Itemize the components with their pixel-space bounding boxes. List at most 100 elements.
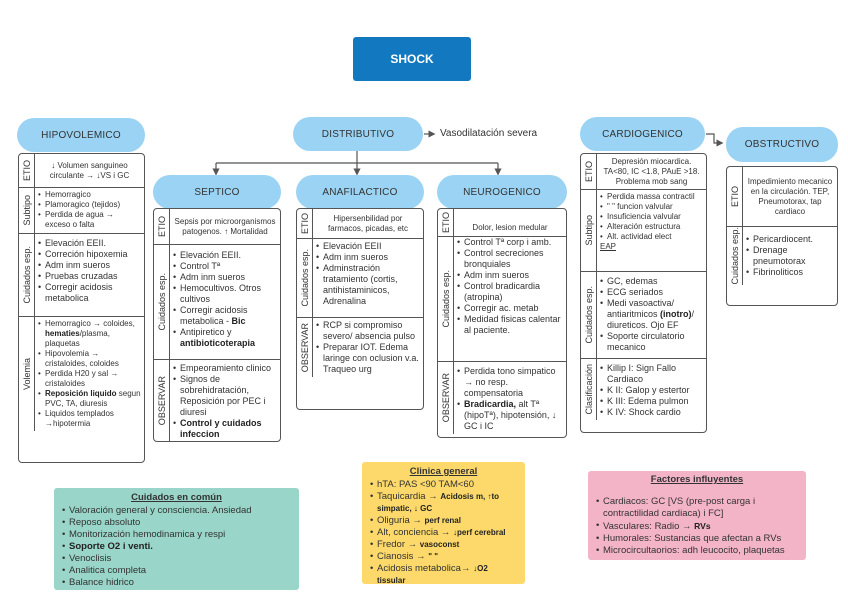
row-label: ETIO — [156, 215, 167, 237]
list-item: Taquicardia → Acidosis m, ↑to simpatic, … — [370, 491, 517, 515]
card-cardiogenico: ETIO Depresión miocardica. TA<80, IC <1.… — [580, 153, 707, 433]
row-cuidados: Cuidados esp. Control Tª corp i amb. Con… — [438, 237, 566, 362]
list-item: Perdida H20 y sal → cristaloides — [38, 369, 141, 389]
list-item: Adm inm sueros — [316, 252, 420, 263]
note-clinica-general: Clinica general hTA: PAS <90 TAM<60 Taqu… — [362, 462, 525, 585]
list-item: Soporte O2 i venti. — [62, 541, 291, 553]
etio-text: Depresión miocardica. TA<80, IC <1.8, PA… — [603, 156, 700, 186]
list-item: Perdida massa contractil — [600, 192, 703, 202]
row-etio: ETIO Dolor, lesion medular — [438, 209, 566, 237]
list-item: Alt. actividad elect — [600, 232, 703, 242]
row-label: ETIO — [21, 159, 32, 181]
list-item: Corregir acidosis metabolica - Bic — [173, 305, 277, 327]
row-label: Cuidados esp. — [21, 246, 32, 304]
row-etio: ETIO Hipersenbilidad por farmacos, picad… — [297, 209, 423, 239]
subtipo-extra: EAP — [600, 242, 617, 251]
note-cuidados-comun: Cuidados en común Valoración general y c… — [54, 488, 299, 590]
list-item: Balance hidrico — [62, 577, 291, 589]
card-anafilactico: ETIO Hipersenbilidad por farmacos, picad… — [296, 208, 424, 410]
row-label: OBSERVAR — [299, 322, 310, 373]
list-item: Drenage pneumotorax — [746, 245, 834, 267]
list-item: Valoración general y consciencia. Ansied… — [62, 505, 291, 517]
row-observar: OBSERVAR RCP si compromiso severo/ absen… — [297, 318, 423, 377]
list-item: Liquidos templados →hipotermia — [38, 409, 141, 429]
row-label: Volemia — [21, 357, 32, 391]
list-item: Vasculares: Radio → RVs — [596, 520, 798, 533]
row-etio: ETIO Sepsis por microorganismos patogeno… — [154, 209, 280, 245]
row-observar: OBSERVAR Perdida tono simpatico → no res… — [438, 362, 566, 434]
list-item: Pericardiocent. — [746, 234, 834, 245]
list-item: K IV: Shock cardio — [600, 407, 703, 418]
list-item: Medidad fisicas calentar al paciente. — [457, 314, 563, 336]
pill-hipovolemico: HIPOVOLEMICO — [17, 118, 145, 152]
list-item: Fredor → vasoconst — [370, 539, 517, 551]
distributivo-note: Vasodilatación severa — [440, 128, 538, 139]
list-item: Adm inm sueros — [457, 270, 563, 281]
etio-text: Hipersenbilidad por farmacos, picadas, e… — [327, 213, 409, 233]
row-cuidados: Cuidados esp. Pericardiocent. Drenage pn… — [727, 227, 837, 285]
list-item: RCP si compromiso severo/ absencia pulso — [316, 320, 420, 342]
row-label: OBSERVAR — [156, 376, 167, 426]
list-item: Control bradicardia (atropina) — [457, 281, 563, 303]
etio-text: Impedimiento mecanico en la circulación.… — [747, 176, 833, 216]
card-obstructivo: ETIO Impedimiento mecanico en la circula… — [726, 166, 838, 306]
pill-cardiogenico: CARDIOGENICO — [580, 117, 705, 151]
list-item: Microcircultaorios: adh leucocito, plaqu… — [596, 545, 798, 557]
list-item: Venoclisis — [62, 553, 291, 565]
etio-text: ↓ Volumen sanguineo circulante → ↓VS i G… — [49, 160, 130, 180]
title-shock: SHOCK — [353, 37, 471, 81]
list-item: Perdida tono simpatico → no resp. compen… — [457, 366, 563, 399]
row-cuidados: Cuidados esp. Elevación EEII. Correción … — [19, 234, 144, 317]
list-item: Pruebas cruzadas — [38, 271, 141, 282]
list-item: Insuficiencia valvular — [600, 212, 703, 222]
list-item: Hemorragico — [38, 190, 141, 200]
row-etio: ETIO Impedimiento mecanico en la circula… — [727, 167, 837, 227]
list-item: Adm inm sueros — [173, 272, 277, 283]
etio-text: Dolor, lesion medular — [472, 223, 548, 232]
row-cuidados: Cuidados esp. GC, edemas ECG seriados Me… — [581, 272, 706, 359]
row-clasificacion: Clasificación Killip I: Sign Fallo Cardi… — [581, 359, 706, 420]
list-item: Fibrinoliticos — [746, 267, 834, 278]
card-septico: ETIO Sepsis por microorganismos patogeno… — [153, 208, 281, 442]
list-item: GC, edemas — [600, 276, 703, 287]
row-etio: ETIO ↓ Volumen sanguineo circulante → ↓V… — [19, 154, 144, 188]
connector-cardio-obstructivo — [706, 133, 724, 147]
pill-obstructivo: OBSTRUCTIVO — [726, 127, 838, 162]
etio-text: Sepsis por microorganismos patogenos. ↑ … — [174, 216, 276, 236]
row-label: Cuidados esp. — [299, 249, 310, 307]
list-item: Adm inm sueros — [38, 260, 141, 271]
list-item: Analitica completa — [62, 565, 291, 577]
list-item: Cardiacos: GC [VS (pre-post carga i cont… — [596, 496, 798, 520]
row-etio: ETIO Depresión miocardica. TA<80, IC <1.… — [581, 154, 706, 190]
list-item: Cianosis → " " — [370, 551, 517, 563]
list-item: Elevación EEII. — [38, 238, 141, 249]
row-subtipo: Subtipo Hemorragico Plamoragico (tejidos… — [19, 188, 144, 234]
list-item: Adminstración tratamiento (cortis, antih… — [316, 263, 420, 307]
list-item: Control secreciones bronquiales — [457, 248, 563, 270]
row-label: ETIO — [299, 212, 310, 234]
row-label: OBSERVAR — [440, 373, 451, 423]
list-item: Elevación EEII — [316, 241, 420, 252]
list-item: Preparar IOT. Edema laringe con oclusion… — [316, 342, 420, 375]
list-item: Reposición liquido segun PVC, TA, diures… — [38, 389, 141, 409]
list-item: Corregir acidosis metabolica — [38, 282, 141, 304]
row-label: Cuidados esp. — [729, 227, 740, 285]
card-neurogenico: ETIO Dolor, lesion medular Cuidados esp.… — [437, 208, 567, 438]
row-label: Cuidados esp. — [583, 286, 594, 344]
list-item: Bradicardia, alt Tª (hipoTª), hipotensió… — [457, 399, 563, 432]
row-cuidados: Cuidados esp. Elevación EEII Adm inm sue… — [297, 239, 423, 318]
row-label: Subtipo — [21, 195, 32, 226]
row-label: Subtipo — [583, 215, 594, 246]
list-item: Control Tª corp i amb. — [457, 237, 563, 248]
note-title: Cuidados en común — [131, 492, 222, 503]
list-item: ECG seriados — [600, 287, 703, 298]
list-item: Alt, conciencia → ↓perf cerebral — [370, 527, 517, 539]
list-item: " " funcion valvular — [600, 202, 703, 212]
list-item: Humorales: Sustancias que afectan a RVs — [596, 533, 798, 545]
list-item: Signos de sobrehidratación, Reposición p… — [173, 374, 277, 418]
row-cuidados: Cuidados esp. Elevación EEII. Control Tª… — [154, 245, 280, 360]
row-label: ETIO — [440, 211, 451, 233]
list-item: Medi vasoactiva/ antiaritmicos (inotro)/… — [600, 298, 703, 331]
row-label: Cuidados esp. — [440, 270, 451, 328]
